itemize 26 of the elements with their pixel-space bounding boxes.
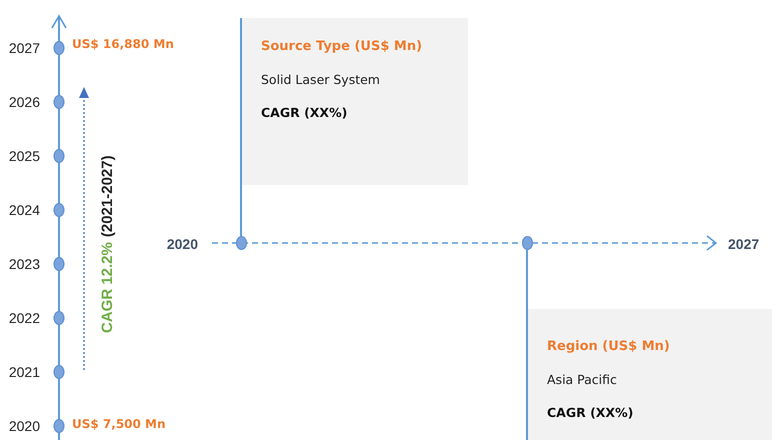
year-label: 2027 [728, 235, 760, 253]
cagr-label: CAGR (XX%) [261, 105, 348, 121]
category-heading: Source Type (US$ Mn) [261, 39, 422, 55]
connector-line [526, 250, 528, 309]
info-card [526, 309, 772, 440]
year-label: 2020 [166, 235, 198, 253]
timeline-dot-icon [522, 236, 532, 250]
segment-label: Asia Pacific [547, 372, 617, 388]
category-heading: Region (US$ Mn) [547, 339, 670, 355]
market-value: US$ 7,500 Mn [72, 416, 166, 433]
connector-line [240, 185, 242, 236]
cagr-value: CAGR 12.2% [99, 242, 116, 333]
year-label: 2021 [8, 363, 40, 381]
year-label: 2027 [8, 39, 40, 57]
cagr-label: CAGR (XX%) [547, 405, 634, 421]
year-label: 2022 [8, 309, 40, 327]
year-label: 2024 [8, 201, 40, 219]
year-label: 2025 [8, 147, 40, 165]
year-label: 2020 [8, 417, 40, 435]
market-value: US$ 16,880 Mn [72, 36, 174, 53]
segment-label: Solid Laser System [261, 72, 380, 88]
year-label: 2023 [8, 255, 40, 273]
year-label: 2026 [8, 93, 40, 111]
period-label: (2021-2027) [99, 155, 116, 238]
timeline-dot-icon [236, 236, 246, 250]
info-card [240, 18, 468, 185]
